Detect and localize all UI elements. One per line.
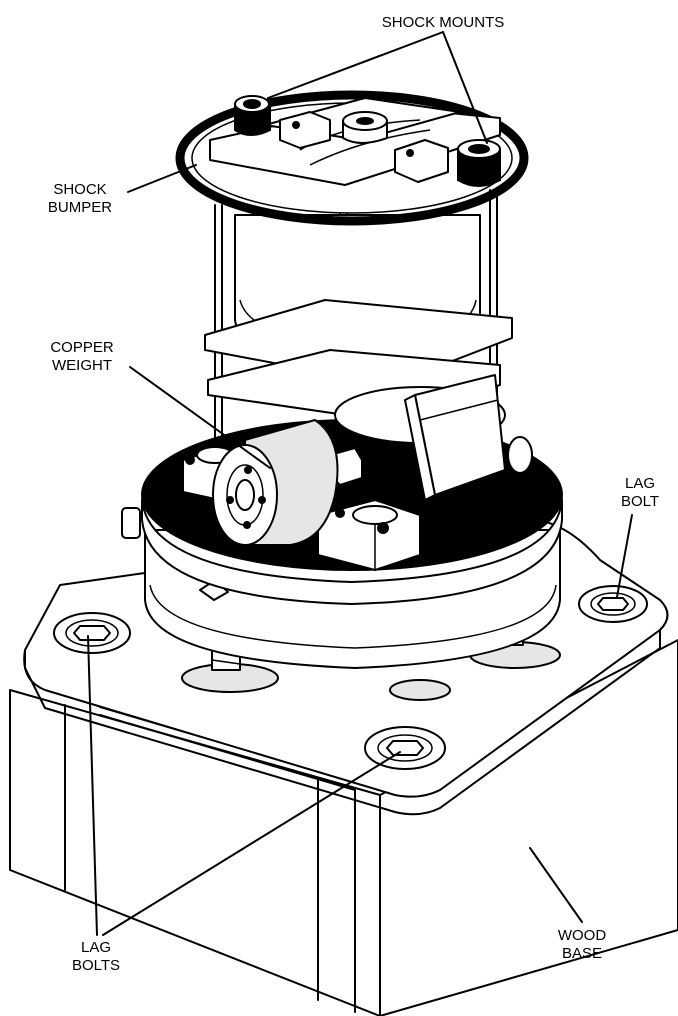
leader-lines <box>87 31 633 936</box>
connector-block-right <box>317 499 421 571</box>
electronics-box <box>404 374 506 520</box>
top-center-knob <box>342 111 388 144</box>
svg-text:LAG: LAG <box>625 475 655 492</box>
svg-text:LAG: LAG <box>81 939 111 956</box>
lag-bolt-left <box>53 612 131 654</box>
label-wood-base: WOOD BASE <box>558 927 606 962</box>
label-lag-bolt: LAG BOLT <box>621 475 659 510</box>
label-shock-bumper: SHOCK BUMPER <box>48 181 112 216</box>
lag-bolt-right <box>578 585 648 623</box>
svg-text:COPPER: COPPER <box>50 339 114 356</box>
svg-text:BOLT: BOLT <box>621 493 659 510</box>
label-copper-weight: COPPER WEIGHT <box>50 339 114 374</box>
top-block-left <box>279 111 331 149</box>
label-lag-bolts: LAG BOLTS <box>72 939 120 974</box>
top-block-right <box>394 139 449 183</box>
shock-mount-left <box>234 95 271 136</box>
copper-weight <box>212 419 339 546</box>
svg-text:WOOD: WOOD <box>558 927 606 944</box>
svg-text:WEIGHT: WEIGHT <box>52 357 112 374</box>
svg-text:SHOCK: SHOCK <box>53 181 106 198</box>
shock-mount-right <box>457 139 501 187</box>
svg-text:BOLTS: BOLTS <box>72 957 120 974</box>
svg-text:BASE: BASE <box>562 945 602 962</box>
svg-text:BUMPER: BUMPER <box>48 199 112 216</box>
svg-text:SHOCK MOUNTS: SHOCK MOUNTS <box>382 14 505 31</box>
label-shock-mounts: SHOCK MOUNTS <box>382 14 505 31</box>
lag-bolt-front <box>364 726 446 770</box>
